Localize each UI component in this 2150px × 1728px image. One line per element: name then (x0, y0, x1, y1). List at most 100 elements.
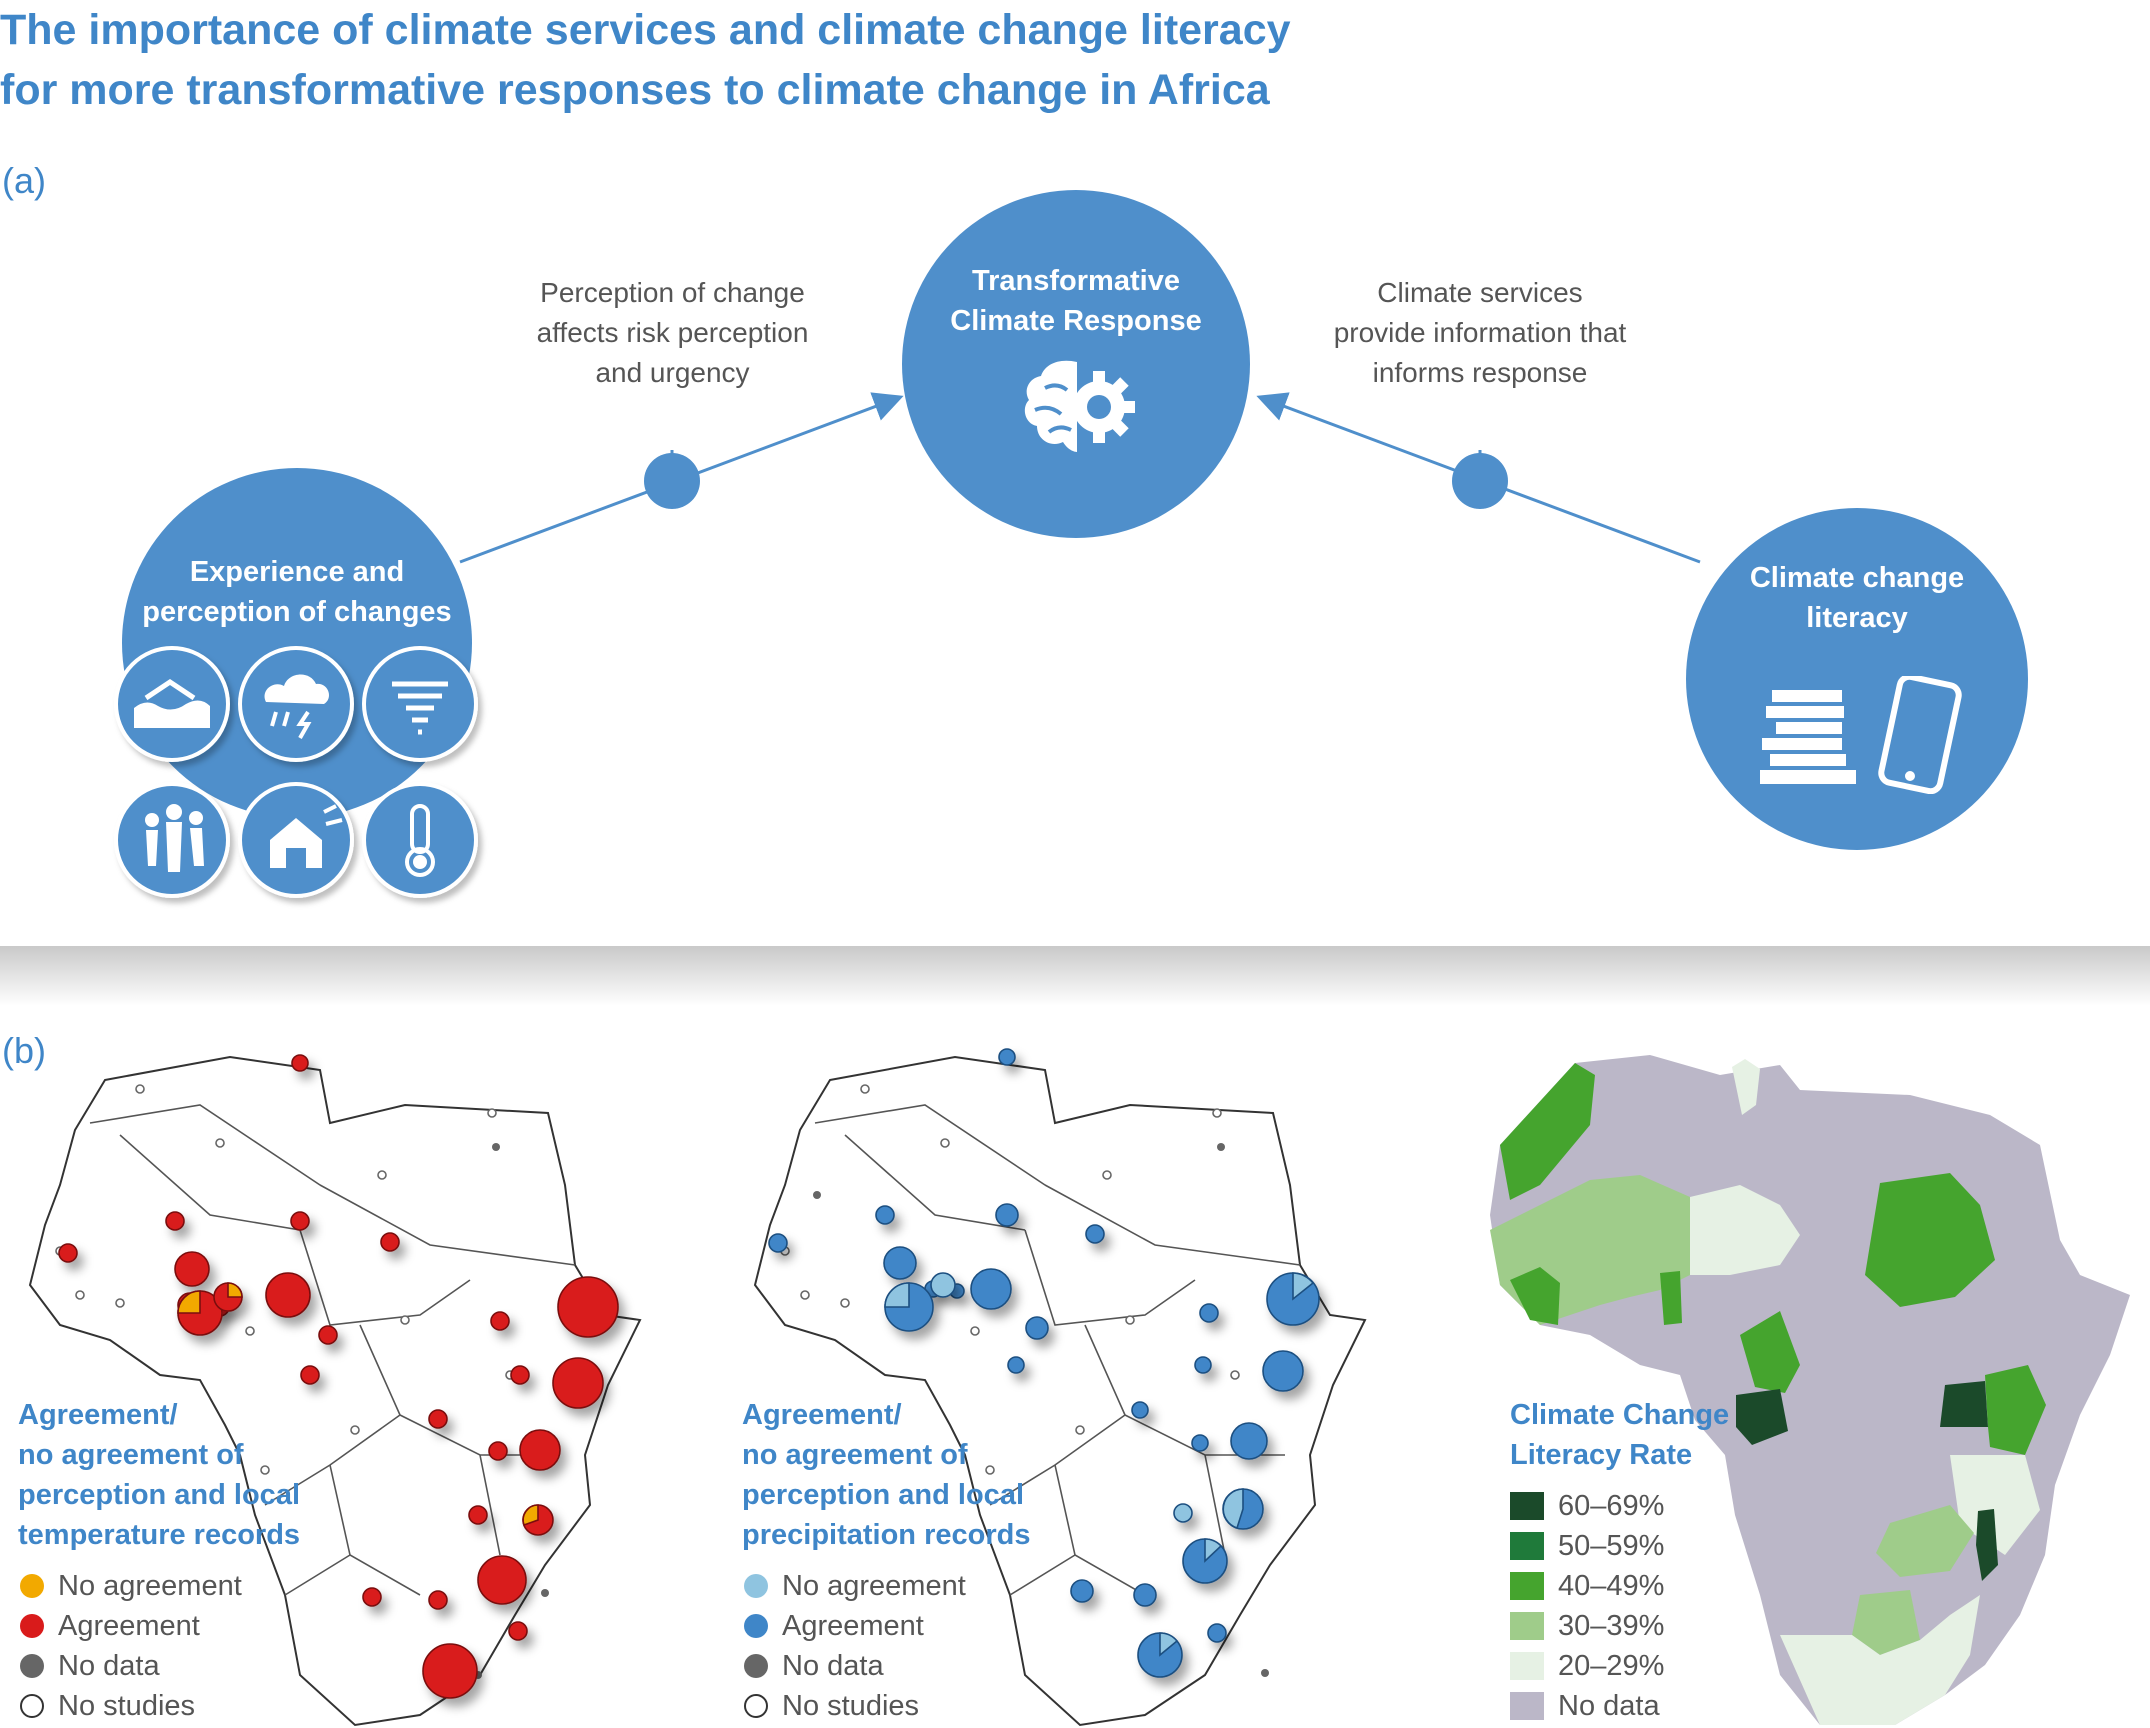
right-node (1452, 453, 1508, 509)
legend-label: No data (58, 1650, 160, 1682)
experience-label-line-2: perception of changes (142, 596, 452, 628)
precipitation-legend-title-line-3: perception and local (742, 1479, 1024, 1511)
malawi-literacy-60-69 (1976, 1509, 1998, 1581)
migration-icon (114, 782, 230, 898)
literacy-label-line-1: Climate change (1749, 562, 1965, 594)
legend-label: No data (782, 1650, 884, 1682)
cameroon-literacy-40-49 (1740, 1311, 1800, 1393)
legend-label: No agreement (782, 1570, 966, 1602)
botswana-literacy-30-39 (1852, 1590, 1920, 1655)
temperature-agreement-sites (58, 1054, 619, 1699)
gabon-literacy-60-69 (1736, 1389, 1788, 1445)
southern-africa-literacy-20-29 (1780, 1595, 1980, 1725)
right-arrow-text-line-1: Climate services (1377, 277, 1583, 308)
legend-label: No studies (58, 1690, 196, 1722)
experience-label-line-1: Experience and (189, 556, 405, 588)
temperature-map (28, 1054, 642, 1727)
literacy-label: Climate change literacy (1686, 558, 2028, 638)
climate-impact-icons (114, 646, 478, 898)
temperature-legend-title-line-2: no agreement of (18, 1439, 244, 1471)
left-arrow-text-line-3: and urgency (595, 357, 750, 388)
legend-swatch (1510, 1532, 1544, 1560)
country-borders (814, 1104, 1301, 1596)
legend-label: Agreement (58, 1610, 200, 1642)
kenya-literacy-40-49 (1985, 1365, 2046, 1455)
ghana-literacy-40-49 (1660, 1271, 1682, 1325)
literacy-legend-title-line-2: Literacy Rate (1510, 1439, 1693, 1471)
literacy-legend-title: Climate Change Literacy Rate (1510, 1395, 1729, 1475)
books-icon (1760, 690, 1856, 784)
west-coast-literacy-40-49 (1510, 1267, 1560, 1325)
north-africa-literacy-40-49 (1500, 1063, 1595, 1200)
right-arrow-text-line-3: informs response (1372, 357, 1588, 388)
east-africa-literacy-20-29 (1950, 1455, 2040, 1555)
zambia-literacy-30-39 (1876, 1505, 1974, 1577)
literacy-legend-title-line-1: Climate Change (1510, 1399, 1730, 1431)
figure-title: The importance of climate services and c… (0, 0, 1291, 120)
country-borders (89, 1104, 576, 1596)
flood-icon (114, 646, 230, 762)
legend-label: 50–59% (1558, 1530, 1665, 1562)
legend-swatch (1510, 1692, 1544, 1720)
temperature-legend-title: Agreement/ no agreement of perception an… (18, 1395, 300, 1555)
title-line-2: for more transformative responses to cli… (0, 66, 1270, 114)
legend-swatch (20, 1574, 44, 1598)
temperature-legend-title-line-3: perception and local (18, 1479, 300, 1511)
temperature-legend-title-line-1: Agreement/ (18, 1399, 178, 1431)
legend-label: 30–39% (1558, 1610, 1665, 1642)
legend-swatch (744, 1694, 768, 1718)
precipitation-map (753, 1048, 1367, 1727)
legend-label: 20–29% (1558, 1650, 1665, 1682)
legend-label: Agreement (782, 1610, 924, 1642)
precipitation-legend-title-line-4: precipitation records (742, 1519, 1031, 1551)
precipitation-legend-title-line-1: Agreement/ (742, 1399, 902, 1431)
legend-swatch (1510, 1572, 1544, 1600)
legend-label: No agreement (58, 1570, 242, 1602)
literacy-map (1490, 1055, 2130, 1725)
temperature-legend-title-line-4: temperature records (18, 1519, 301, 1551)
literacy-circle (1686, 508, 2028, 850)
center-label-line-2: Climate Response (950, 305, 1202, 337)
panel-a-label: (a) (2, 160, 46, 201)
left-arrow-text-line-2: affects risk perception (536, 317, 809, 348)
literacy-label-line-2: literacy (1806, 602, 1908, 634)
center-label-line-1: Transformative (972, 265, 1180, 297)
connector-lines (459, 392, 1701, 564)
literacy-icons (1760, 676, 1962, 794)
precipitation-legend-title-line-2: no agreement of (742, 1439, 968, 1471)
thermometer-icon (362, 782, 478, 898)
niger-literacy-20-29 (1690, 1185, 1800, 1275)
panel-divider (0, 946, 2150, 1006)
transformative-response-label: Transformative Climate Response (902, 261, 1250, 341)
brain-gear-icon (1024, 360, 1135, 452)
precipitation-no-study-sites (780, 1084, 1240, 1475)
legend-swatch (20, 1694, 44, 1718)
legend-swatch (744, 1654, 768, 1678)
precipitation-no-data-sites (813, 1143, 1269, 1677)
house-damage-icon (238, 782, 354, 898)
left-arrow-text: Perception of change affects risk percep… (495, 273, 850, 393)
legend-label: 40–49% (1558, 1570, 1665, 1602)
storm-icon (238, 646, 354, 762)
legend-label: No studies (782, 1690, 920, 1722)
legend-swatch (744, 1614, 768, 1638)
precipitation-agreement-sites (768, 1048, 1304, 1643)
phone-icon (1878, 676, 1962, 794)
precipitation-mixed-sites (884, 1272, 1320, 1678)
legend-label: No data (1558, 1690, 1660, 1722)
legend-swatch (1510, 1612, 1544, 1640)
sudan-literacy-40-49 (1865, 1173, 1995, 1307)
cyclone-icon (362, 646, 478, 762)
left-node (644, 453, 700, 509)
experience-label: Experience and perception of changes (122, 552, 472, 632)
legend-label: 60–69% (1558, 1490, 1665, 1522)
right-arrow-text-line-2: provide information that (1333, 317, 1627, 348)
legend-swatch (20, 1654, 44, 1678)
right-arrow-text: Climate services provide information tha… (1310, 273, 1650, 393)
precipitation-legend-title: Agreement/ no agreement of perception an… (742, 1395, 1030, 1555)
legend-swatch (1510, 1492, 1544, 1520)
left-arrow-text-line-1: Perception of change (540, 277, 805, 308)
panel-b-label: (b) (2, 1030, 46, 1071)
uganda-literacy-60-69 (1940, 1381, 1988, 1427)
legend-swatch (1510, 1652, 1544, 1680)
